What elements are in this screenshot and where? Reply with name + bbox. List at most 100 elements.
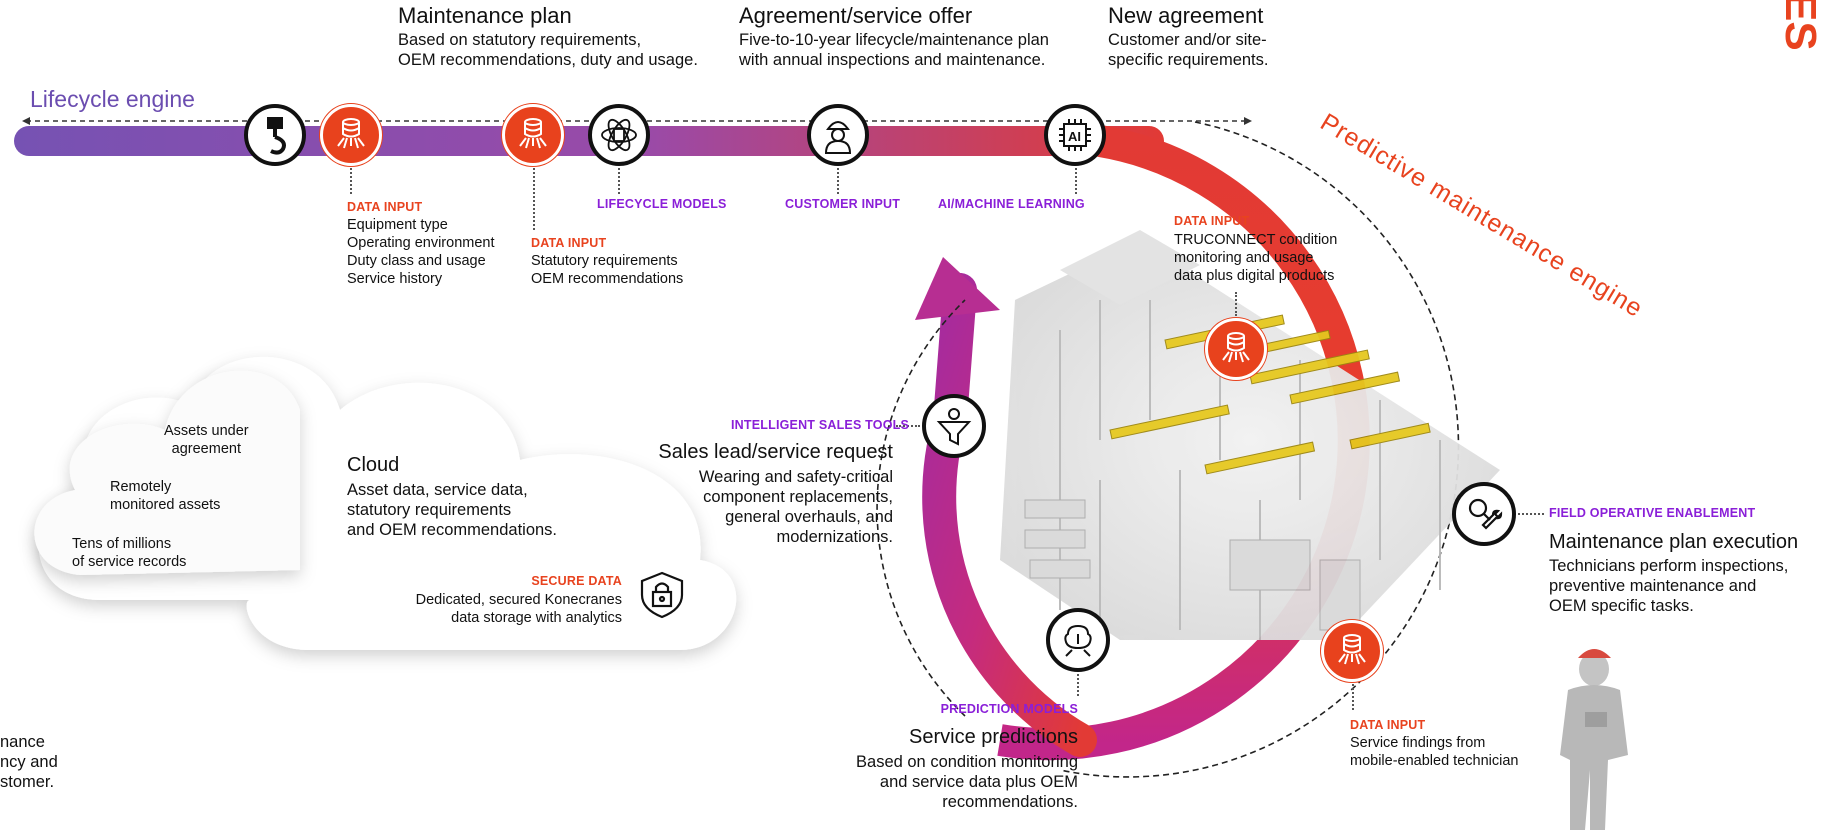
- predictions-line: and service data plus OEM: [879, 773, 1078, 791]
- cloud-line: Asset data, service data,: [347, 481, 528, 499]
- corner-text: ES: [1776, 0, 1825, 51]
- lifecycle-model-icon: [588, 104, 650, 166]
- data-input-item: Statutory requirements: [531, 253, 678, 269]
- left-cut-line: ncy and: [0, 753, 58, 771]
- sales-title: Sales lead/service request: [658, 441, 893, 463]
- prediction-models-tag: PREDICTION MODELS: [940, 702, 1078, 716]
- connector: [1075, 168, 1077, 194]
- connector: [1077, 674, 1079, 696]
- funnel-gear-icon: [922, 394, 986, 458]
- data-input-item: monitoring and usage: [1174, 250, 1314, 266]
- cloud-label-line: Tens of millions: [72, 536, 172, 552]
- connector: [1518, 513, 1544, 515]
- connector: [1235, 292, 1237, 316]
- cloud-title: Cloud: [347, 454, 400, 476]
- database-icon: [1321, 620, 1383, 682]
- predictions-desc: Based on condition monitoring and servic…: [798, 752, 1078, 812]
- execution-title: Maintenance plan execution: [1549, 531, 1799, 553]
- sales-line: Wearing and safety-critical: [698, 468, 893, 486]
- execution-line: OEM specific tasks.: [1549, 597, 1694, 615]
- predictions-line: Based on condition monitoring: [856, 753, 1078, 771]
- data-input-item: OEM recommendations: [531, 271, 684, 287]
- left-cut-text: nance ncy and stomer.: [0, 732, 58, 792]
- secure-data-desc: Dedicated, secured Konecranes data stora…: [380, 591, 622, 627]
- data-input-tag: DATA INPUT: [347, 200, 423, 214]
- data-input-item: Service history: [347, 271, 443, 287]
- data-input-4-list: Service findings from mobile-enabled tec…: [1350, 734, 1518, 770]
- sales-line: general overhauls, and: [725, 508, 893, 526]
- data-input-tag: DATA INPUT: [531, 236, 607, 250]
- agreement-offer-desc: Five-to-10-year lifecycle/maintenance pl…: [739, 30, 1049, 70]
- connector: [837, 168, 839, 194]
- database-icon: [1205, 318, 1267, 380]
- data-input-3-list: TRUCONNECT condition monitoring and usag…: [1174, 231, 1337, 285]
- left-cut-line: nance: [0, 733, 45, 751]
- execution-line: preventive maintenance and: [1549, 577, 1757, 595]
- technician-figure: [1560, 649, 1628, 830]
- data-input-tag: DATA INPUT: [1174, 214, 1250, 228]
- connector: [533, 168, 535, 230]
- cloud-service-records: Tens of millions of service records: [72, 535, 186, 571]
- data-input-item: Operating environment: [347, 235, 495, 251]
- data-input-1-list: Equipment type Operating environment Dut…: [347, 216, 495, 288]
- new-agreement-line: specific requirements.: [1108, 51, 1269, 69]
- data-input-item: mobile-enabled technician: [1350, 753, 1519, 769]
- wrench-search-icon: [1452, 482, 1516, 546]
- predictions-line: recommendations.: [942, 793, 1078, 811]
- connector: [1352, 684, 1354, 710]
- cloud-label-line: monitored assets: [110, 497, 221, 513]
- execution-desc: Technicians perform inspections, prevent…: [1549, 556, 1788, 616]
- factory-illustration: [1000, 230, 1500, 640]
- new-agreement-desc: Customer and/or site- specific requireme…: [1108, 30, 1268, 70]
- connector: [350, 168, 352, 194]
- ring-arrowhead: [915, 257, 1000, 320]
- cloud-label-line: Remotely: [110, 479, 172, 495]
- data-input-item: Duty class and usage: [347, 253, 486, 269]
- worker-helmet-icon: [807, 104, 869, 166]
- maintenance-plan-title: Maintenance plan: [398, 3, 572, 28]
- database-icon: [320, 104, 382, 166]
- ai-badge: AI: [1068, 129, 1081, 144]
- maintenance-plan-line: OEM recommendations, duty and usage.: [398, 51, 698, 69]
- ai-ml-tag: AI/MACHINE LEARNING: [938, 197, 1085, 211]
- cloud-label-line: agreement: [171, 441, 241, 457]
- data-input-tag: DATA INPUT: [1350, 718, 1426, 732]
- database-icon: [502, 104, 564, 166]
- sales-line: component replacements,: [703, 488, 893, 506]
- new-agreement-title: New agreement: [1108, 3, 1264, 28]
- new-agreement-line: Customer and/or site-: [1108, 31, 1267, 49]
- cloud-desc: Asset data, service data, statutory requ…: [347, 480, 557, 540]
- data-input-item: TRUCONNECT condition: [1174, 232, 1338, 248]
- predictions-title: Service predictions: [909, 726, 1078, 748]
- connector: [896, 425, 920, 427]
- maintenance-plan-desc: Based on statutory requirements, OEM rec…: [398, 30, 698, 70]
- data-input-item: Equipment type: [347, 217, 448, 233]
- execution-line: Technicians perform inspections,: [1549, 557, 1789, 575]
- lifecycle-engine-label: Lifecycle engine: [30, 86, 195, 112]
- sales-line: modernizations.: [776, 528, 893, 546]
- data-input-item: data plus digital products: [1174, 268, 1335, 284]
- brain-circuit-icon: [1046, 608, 1110, 672]
- cloud-label-line: of service records: [72, 554, 187, 570]
- maintenance-plan-line: Based on statutory requirements,: [398, 31, 642, 49]
- cloud-back: [34, 370, 300, 575]
- secure-data-line: data storage with analytics: [451, 610, 622, 626]
- cloud-label-line: Assets under: [164, 423, 249, 439]
- cloud-line: statutory requirements: [347, 501, 512, 519]
- agreement-offer-line: Five-to-10-year lifecycle/maintenance pl…: [739, 31, 1049, 49]
- data-input-2-list: Statutory requirements OEM recommendatio…: [531, 252, 683, 288]
- agreement-offer-title: Agreement/service offer: [739, 3, 973, 28]
- connector: [618, 168, 620, 194]
- cloud-remotely-monitored: Remotely monitored assets: [110, 478, 220, 514]
- lock-icon: [637, 570, 687, 620]
- secure-data-line: Dedicated, secured Konecranes: [415, 592, 622, 608]
- data-input-item: Service findings from: [1350, 735, 1486, 751]
- sales-desc: Wearing and safety-critical component re…: [590, 467, 893, 547]
- ai-chip-icon: AI: [1044, 104, 1106, 166]
- lifecycle-models-tag: LIFECYCLE MODELS: [597, 197, 727, 211]
- agreement-offer-line: with annual inspections and maintenance.: [739, 51, 1046, 69]
- secure-data-tag: SECURE DATA: [531, 574, 622, 588]
- customer-input-tag: CUSTOMER INPUT: [785, 197, 901, 211]
- field-operative-tag: FIELD OPERATIVE ENABLEMENT: [1549, 506, 1756, 520]
